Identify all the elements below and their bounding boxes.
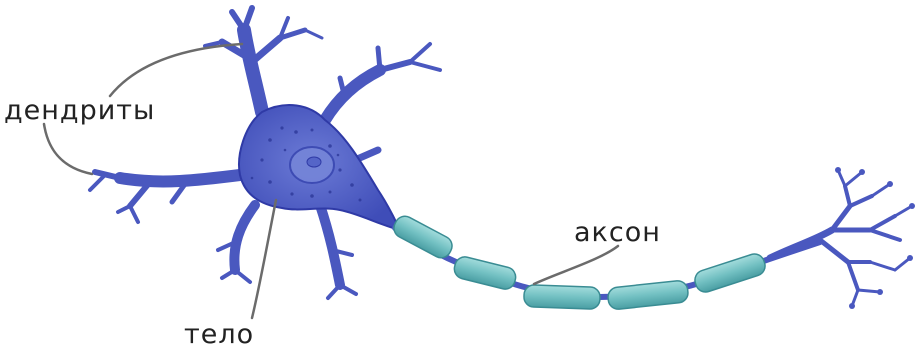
myelin-segment bbox=[452, 255, 517, 291]
myelin-segment bbox=[390, 213, 455, 262]
leader-line-axon bbox=[534, 246, 618, 284]
label-soma: тело bbox=[184, 320, 254, 350]
leader-line-dendrites-upper bbox=[110, 44, 242, 96]
myelin-segment bbox=[692, 251, 767, 294]
leader-line-soma bbox=[252, 200, 276, 318]
label-axon: аксон bbox=[574, 218, 661, 248]
myelin-segment bbox=[607, 280, 689, 310]
axon-terminals bbox=[770, 167, 915, 309]
nucleolus bbox=[307, 157, 321, 167]
myelin-segment bbox=[524, 285, 601, 310]
label-dendrites: дендриты bbox=[4, 96, 155, 126]
leader-line-dendrites-lower bbox=[44, 124, 92, 174]
